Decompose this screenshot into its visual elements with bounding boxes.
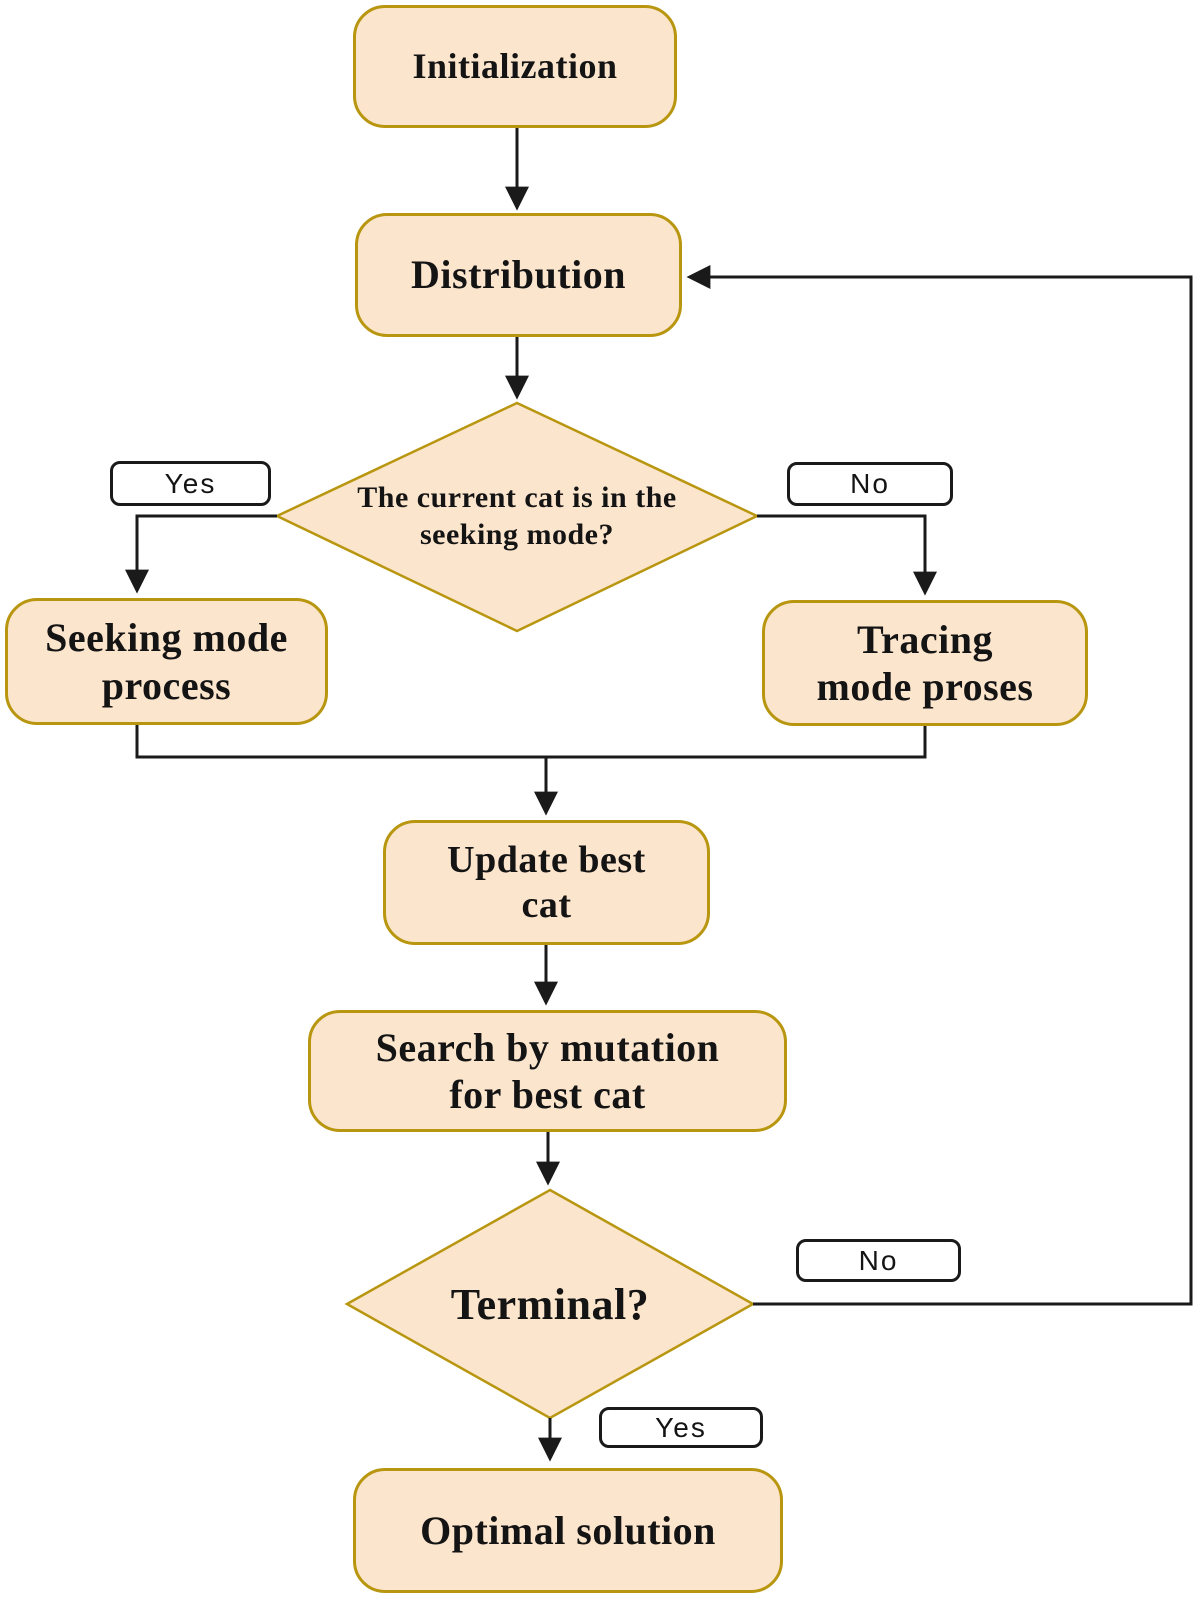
edge-decision-yes-to-seeking-mode <box>125 514 277 594</box>
edge-merge-branches <box>135 725 927 759</box>
node-distribution: Distribution <box>355 213 682 337</box>
label-seeking-no: No <box>787 462 953 506</box>
decision-seeking-mode-shape <box>274 401 760 633</box>
node-tracing-mode-label: Tracing mode proses <box>816 616 1034 709</box>
node-update-best-cat: Update best cat <box>383 820 710 945</box>
label-seeking-no-text: No <box>850 468 890 499</box>
decision-seeking-mode-text: The current cat is in the seeking mode? <box>357 480 677 552</box>
decision-seeking-mode-label: The current cat is in the seeking mode? <box>297 457 737 575</box>
label-seeking-yes-text: Yes <box>164 467 217 499</box>
edge-decision-no-to-tracing-mode <box>757 514 937 596</box>
node-initialization-label: Initialization <box>412 46 618 87</box>
node-distribution-label: Distribution <box>411 252 626 298</box>
label-terminal-no-text: No <box>858 1244 899 1276</box>
decision-terminal-text: Terminal? <box>450 1279 650 1329</box>
label-terminal-yes-text: Yes <box>655 1411 707 1443</box>
node-seeking-mode-process: Seeking mode process <box>5 598 328 725</box>
node-search-by-mutation: Search by mutation for best cat <box>308 1010 787 1132</box>
node-optimal-solution: Optimal solution <box>353 1468 783 1593</box>
node-seeking-mode-label: Seeking mode process <box>45 615 288 708</box>
edge-terminal-no-loop-to-distribution <box>686 265 1193 1306</box>
node-tracing-mode-proses: Tracing mode proses <box>762 600 1088 726</box>
label-terminal-yes: Yes <box>599 1407 763 1448</box>
node-initialization: Initialization <box>353 5 677 128</box>
node-optimal-solution-label: Optimal solution <box>420 1507 716 1553</box>
decision-terminal-label: Terminal? <box>400 1264 700 1344</box>
label-seeking-yes: Yes <box>110 461 271 506</box>
node-search-by-mutation-label: Search by mutation for best cat <box>375 1024 720 1117</box>
label-terminal-no: No <box>796 1239 961 1282</box>
node-update-best-cat-label: Update best cat <box>447 838 646 926</box>
